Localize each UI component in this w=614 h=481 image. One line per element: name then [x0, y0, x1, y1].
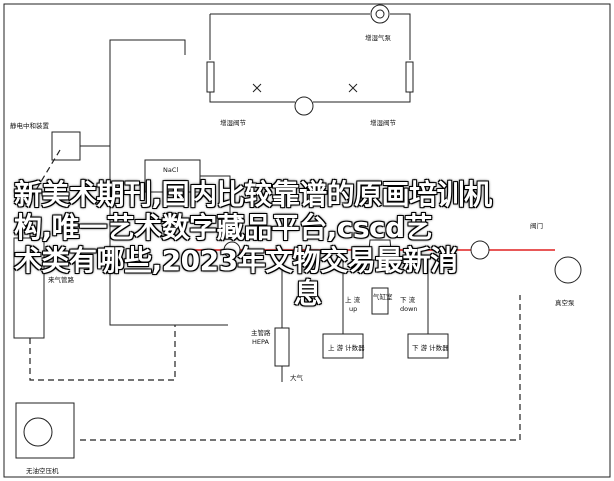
dry-gas-label: 来气管路	[48, 275, 75, 284]
flowmeter-left-icon	[206, 61, 215, 93]
humid-valve-right-label: 增湿阀节	[370, 118, 397, 127]
left-top-pipe	[109, 39, 186, 146]
atmosphere-label: 大气	[290, 373, 304, 382]
temp-down-label: 下 流	[400, 295, 416, 304]
hepa-filter-icon	[274, 327, 290, 367]
vacuum-pump-icon	[554, 256, 582, 284]
nacl-generator-icon	[144, 159, 201, 193]
compressor-motor-icon	[23, 417, 53, 447]
outer-frame	[3, 3, 611, 478]
hepa-label: HEPA	[252, 338, 269, 346]
dashed-upper-line	[29, 149, 61, 238]
nacl-label: NaCl	[163, 166, 178, 174]
filter-box-icon	[51, 131, 81, 161]
vacuum-label: 真空泵	[555, 298, 575, 307]
chamber-label: 气缸室	[373, 292, 393, 301]
temp-down-en-label: down	[400, 305, 418, 313]
inlet-node-icon	[223, 241, 241, 259]
left-main-pipe	[80, 145, 228, 326]
temp-up-label: 上 流	[345, 295, 361, 304]
compressor-label: 无油空压机	[26, 466, 59, 475]
humid-valve-left-label: 增湿阀节	[220, 118, 247, 127]
main-filter-label: 主管路	[251, 328, 271, 337]
dashed-compressor-line	[80, 295, 521, 441]
valve-right-label: 阀门	[530, 221, 543, 230]
humid-pump-core-icon	[375, 9, 385, 19]
nacl-pipe	[200, 175, 231, 240]
top-pipe	[210, 13, 411, 60]
flow-node-icon	[470, 240, 490, 260]
humid-loop-pipe	[209, 92, 411, 103]
chamber-box-icon	[371, 287, 389, 315]
chamber-icon	[367, 239, 393, 261]
dashed-supply-line	[29, 325, 176, 381]
filter-label: 静电中和装置	[10, 121, 50, 130]
counter-down-label: 下 游 计数器	[412, 343, 449, 352]
dry-column-icon	[13, 237, 45, 339]
temp-up-en-label: up	[349, 305, 357, 313]
flowmeter-right-icon	[405, 61, 414, 93]
valves-icon	[252, 83, 358, 93]
humid-gas-label: 增湿气泵	[365, 33, 392, 42]
counter-up-label: 上 游 计数器	[328, 343, 365, 352]
counter-up-box	[322, 333, 364, 359]
counter-pipes	[342, 258, 429, 334]
mix-node-icon	[294, 96, 314, 116]
